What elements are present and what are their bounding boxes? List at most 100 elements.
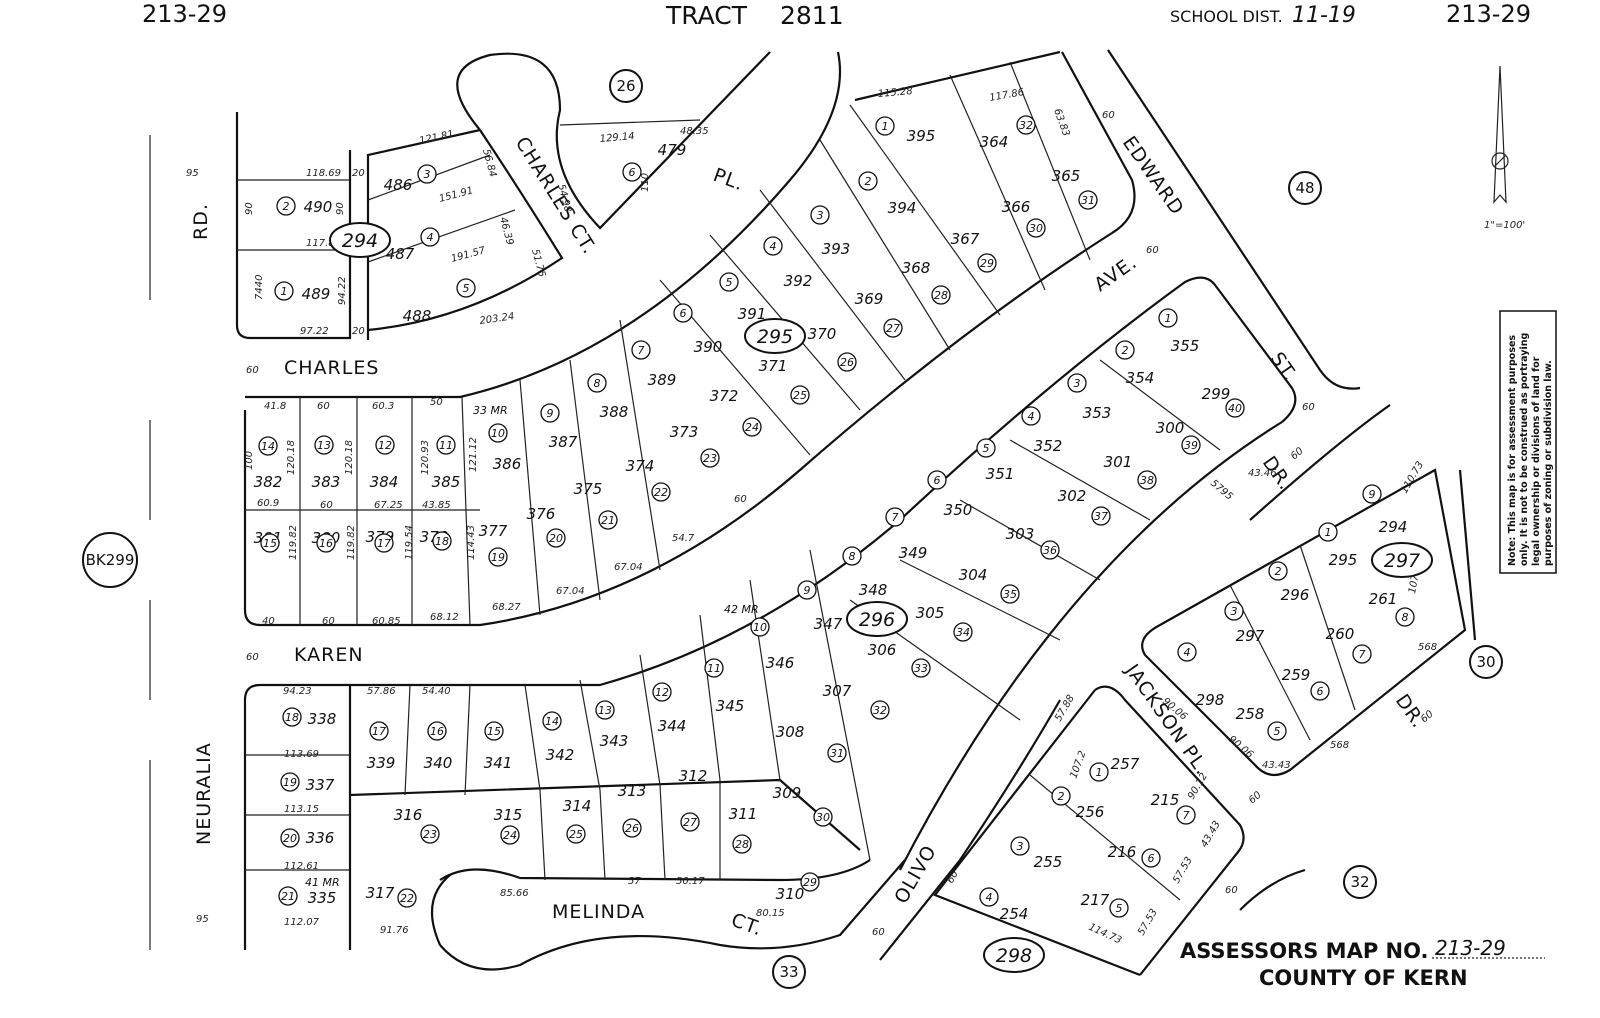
lot-circle <box>680 812 700 832</box>
parcel-number: 254 <box>1000 905 1029 923</box>
parcel-number: 352 <box>1034 437 1063 455</box>
lot-number: 11 <box>439 439 453 452</box>
parcel-number: 338 <box>308 710 337 728</box>
dimension-label: 120.93 <box>420 440 431 475</box>
school-district-value: 11-19 <box>1292 3 1356 28</box>
lot-circle <box>369 721 389 741</box>
parcel-number: 298 <box>1196 691 1225 709</box>
dimension-label: 60 <box>872 927 885 938</box>
lot-circle <box>870 700 890 720</box>
dimension-label: 60.9 <box>257 498 279 509</box>
dimension-label: 60 <box>1225 885 1238 896</box>
street-label-karen: KAREN <box>294 644 364 666</box>
parcel-number: 369 <box>855 290 884 308</box>
lot-circle <box>827 743 847 763</box>
lot-circle <box>1115 340 1135 360</box>
lot-number: 23 <box>703 452 717 465</box>
parcel-number: 386 <box>493 455 522 473</box>
dimension-label: 568 <box>1418 642 1437 653</box>
book-page-ellipse <box>744 318 806 354</box>
dimension-label: 54.7 <box>672 533 695 544</box>
lot-circle <box>742 417 762 437</box>
lot-circle <box>875 116 895 136</box>
parcel-number: 486 <box>384 176 413 194</box>
lot-circle <box>375 435 395 455</box>
lot-number: 14 <box>261 440 275 453</box>
dimension-label: 57.53 <box>1171 855 1195 885</box>
adjacent-map-circle <box>1469 645 1503 679</box>
lot-number: 35 <box>1003 588 1017 601</box>
lot-circle <box>1224 601 1244 621</box>
lot-number: 1 <box>1096 766 1103 779</box>
lot-circle <box>1078 190 1098 210</box>
lot-circle <box>1267 721 1287 741</box>
lot-circle <box>700 448 720 468</box>
lot-number: 15 <box>263 537 277 550</box>
parcel-number: 391 <box>738 305 767 323</box>
dimension-label: 60 <box>246 652 259 663</box>
parcel-lines <box>149 49 1477 977</box>
parcel-number: 373 <box>670 423 699 441</box>
parcel-number: 316 <box>394 806 423 824</box>
adjacent-map-circle <box>82 532 138 588</box>
parcel-number: 300 <box>1156 419 1185 437</box>
parcel-number: 487 <box>386 245 415 263</box>
dimension-label: 43.43 <box>1262 760 1291 771</box>
street-label-edward: EDWARD <box>1118 132 1188 219</box>
parcel-number: 306 <box>868 641 897 659</box>
lot-number: 18 <box>285 711 299 724</box>
lot-number: 31 <box>1081 194 1095 207</box>
lot-number: 3 <box>1231 605 1238 618</box>
adjacent-map-circle <box>1288 171 1322 205</box>
dimension-label: 50.17 <box>676 876 705 887</box>
lot-number: 1 <box>281 285 288 298</box>
lot-number: 13 <box>317 439 331 452</box>
lot-number: 9 <box>1369 488 1376 501</box>
parcel: 338 18 <box>282 707 337 728</box>
adjacent-map-circle <box>772 955 806 989</box>
dimension-label: 60 <box>1289 446 1306 463</box>
lot-number: 13 <box>598 704 612 717</box>
lot-number: 16 <box>430 725 444 738</box>
parcel: 38115 <box>254 529 282 553</box>
lot-circle <box>374 533 394 553</box>
lot-number: 9 <box>804 584 811 597</box>
lot-number: 8 <box>849 550 856 563</box>
dimension-label: 85.66 <box>500 888 529 899</box>
street-label-pl: PL. <box>710 164 747 195</box>
lot-circle <box>631 340 651 360</box>
parcel-number: 261 <box>1369 590 1398 608</box>
lot-number: 6 <box>1148 852 1155 865</box>
parcel-number: 395 <box>907 127 936 145</box>
lot-number: 21 <box>601 514 615 527</box>
lot-circle <box>488 547 508 567</box>
parcel-number: 305 <box>916 604 945 622</box>
dimension-label: 48.35 <box>680 126 709 137</box>
lot-number: 3 <box>1074 377 1081 390</box>
dimension-label: 46.39 <box>497 216 515 247</box>
lot-number: 19 <box>491 551 505 564</box>
dimension-label: 68.12 <box>430 612 459 623</box>
parcel-number: 317 <box>366 884 395 902</box>
lot-number: 2 <box>1058 790 1065 803</box>
lot-circle <box>1158 308 1178 328</box>
lot-circle <box>719 272 739 292</box>
